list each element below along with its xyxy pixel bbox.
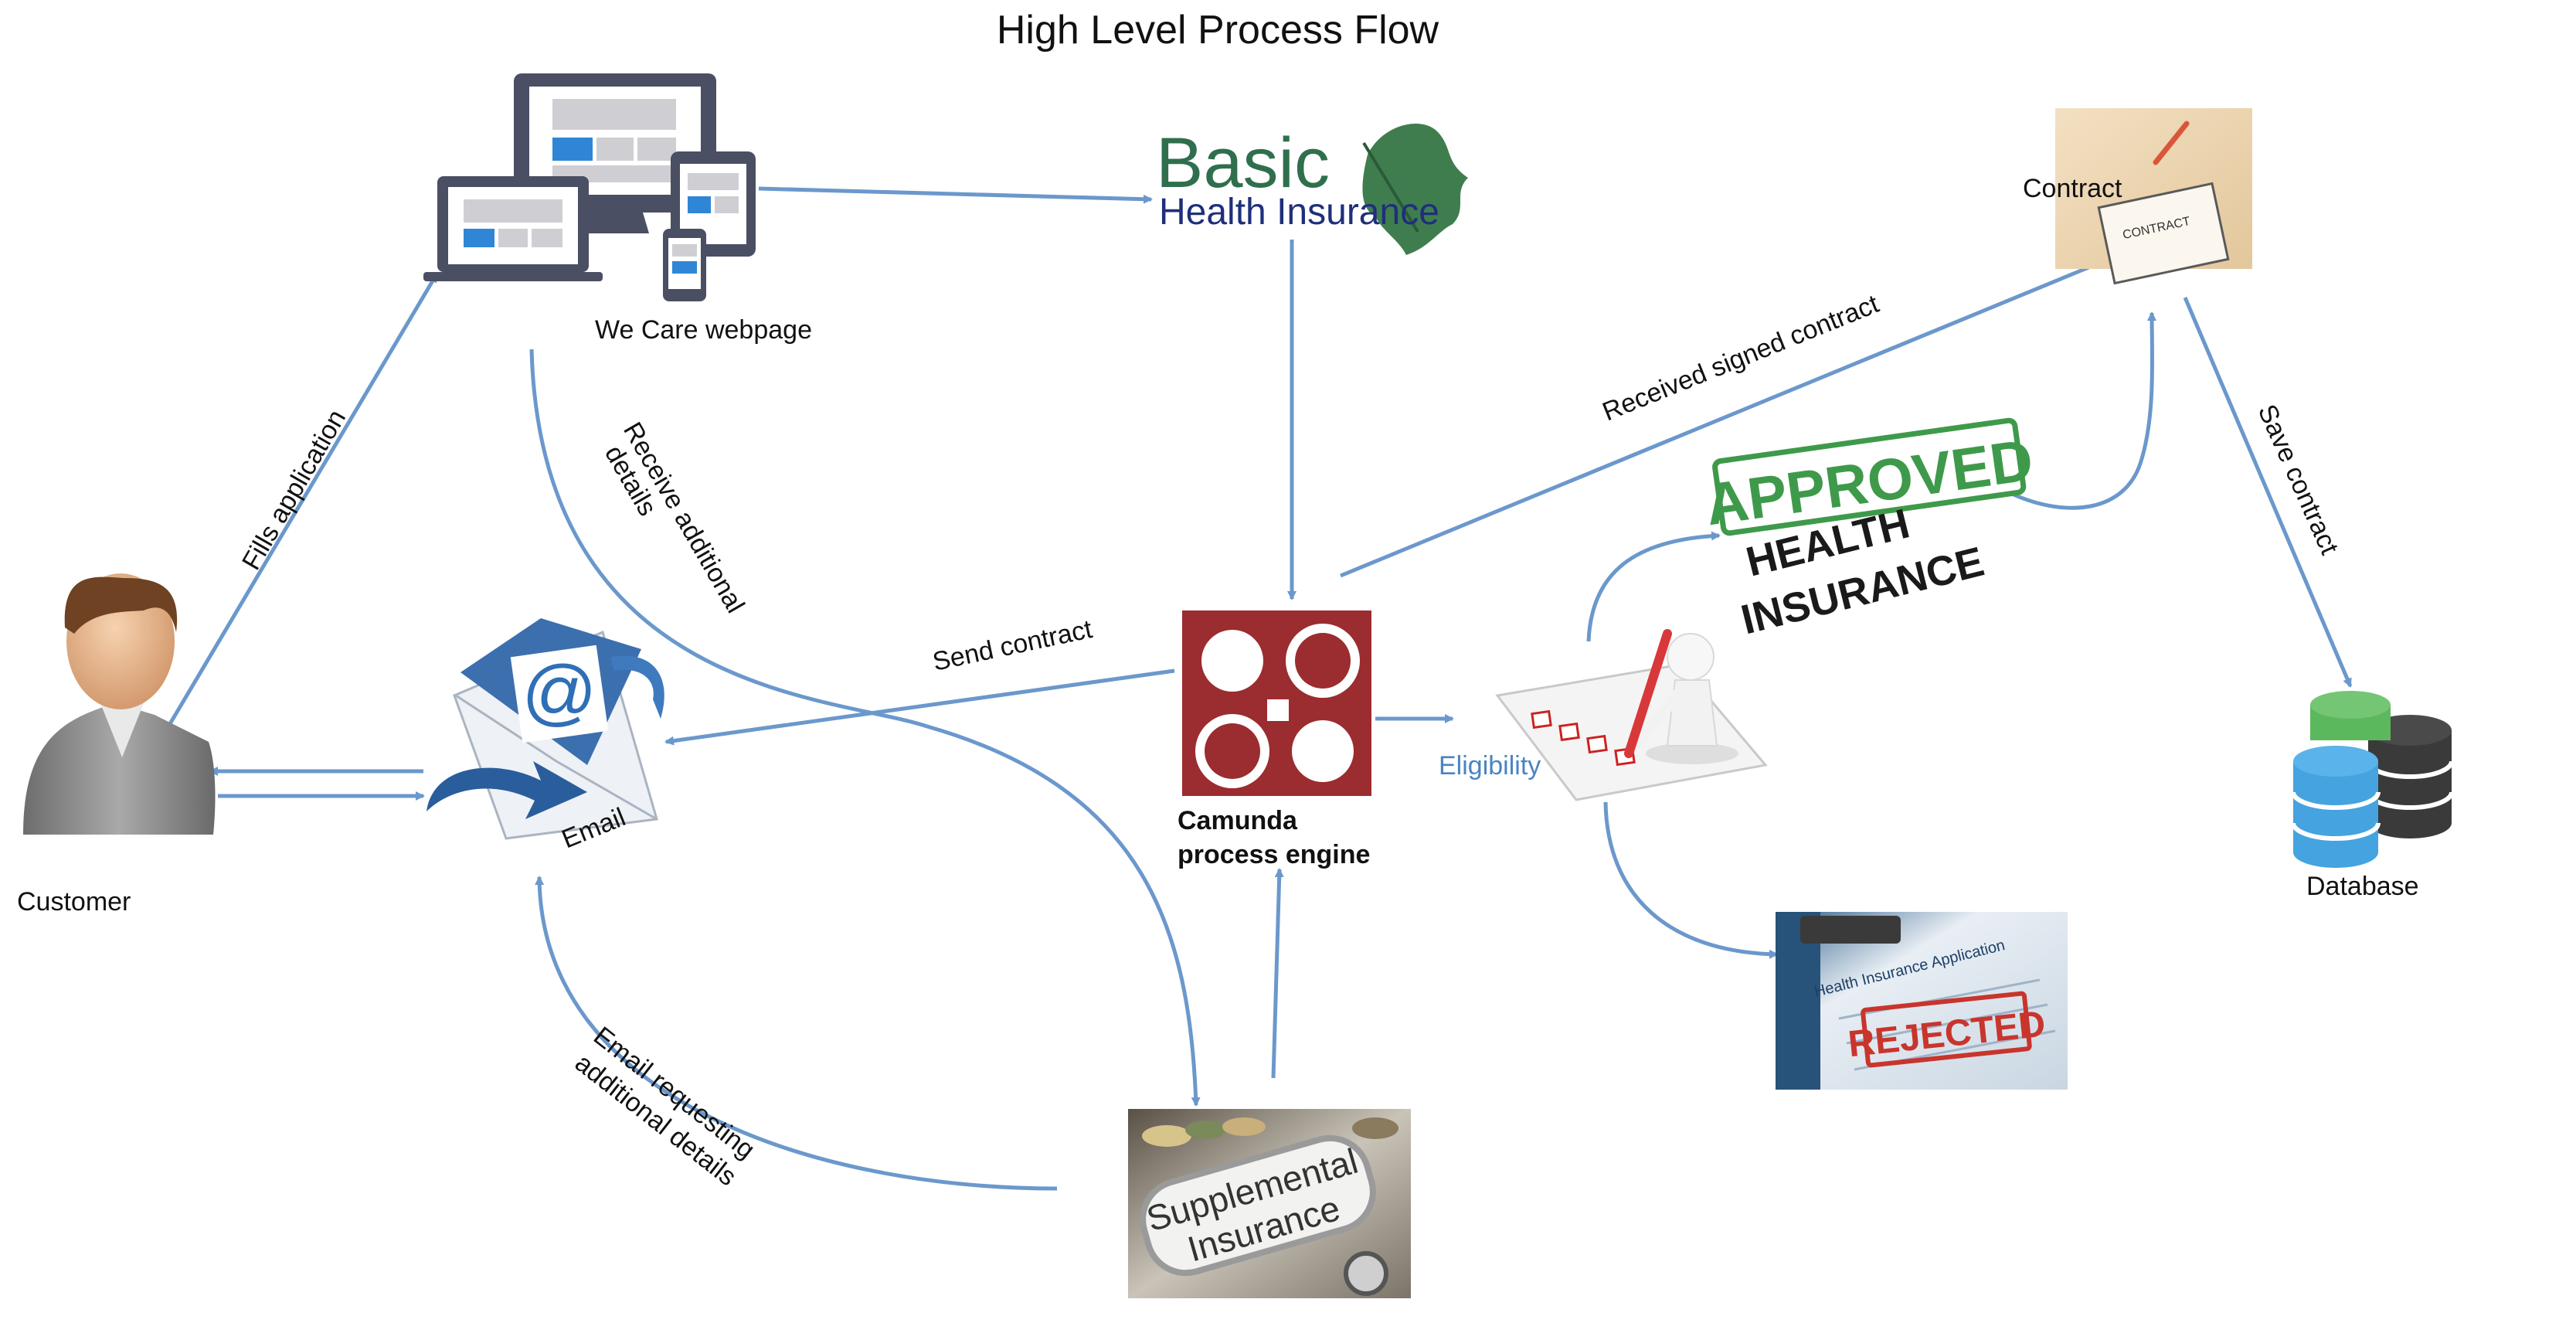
pen-icon	[2153, 121, 2190, 165]
database-node[interactable]: Database	[2291, 691, 2454, 901]
checklist-figure-icon	[1495, 629, 1768, 801]
leaf-icon	[1362, 124, 1468, 255]
arrow-eligibility-to-approved	[1586, 531, 1721, 642]
connectors	[166, 186, 2353, 1191]
arrow-eligibility-to-rejected	[1603, 801, 1779, 959]
contract-label: Contract	[2023, 174, 2122, 203]
approved-node[interactable]: APPROVED HEALTH INSURANCE	[1700, 417, 2037, 644]
supplemental-node[interactable]: Supplemental Insurance	[1128, 1109, 1411, 1298]
camunda-label-line1: Camunda	[1178, 806, 1298, 835]
customer-label: Customer	[17, 887, 131, 917]
camunda-node[interactable]: Camunda process engine	[1178, 610, 1371, 869]
edge-label-received-signed-contract: Received signed contract	[1599, 289, 1884, 427]
basic-logo-text: Basic	[1156, 124, 1330, 202]
arrow-webpage-to-basic	[758, 186, 1153, 204]
rejected-node[interactable]: Health Insurance Application REJECTED	[1776, 912, 2068, 1090]
approved-stamp-border	[1712, 417, 2027, 536]
health-insurance-logo-text: Health Insurance	[1159, 192, 1439, 233]
pill-shapes	[1142, 1117, 1398, 1147]
arrow-approved-to-contract	[2013, 311, 2157, 510]
envelope-at-icon: @	[427, 618, 664, 840]
edge-label-fills-application: Fills application	[236, 405, 352, 575]
eligibility-label: Eligibility	[1439, 751, 1541, 781]
edge-label-send-contract: Send contract	[930, 614, 1096, 677]
edge-label-save-contract: Save contract	[2252, 400, 2344, 559]
arrow-camunda-to-email	[664, 668, 1175, 746]
arrow-customer-to-webpage	[166, 273, 439, 728]
arrow-supplemental-to-camunda	[1271, 868, 1284, 1079]
person-icon	[23, 573, 216, 835]
email-node[interactable]: @ Email	[427, 618, 664, 854]
arrow-contract-to-database	[2183, 297, 2353, 688]
contract-node[interactable]: CONTRACT Contract	[2023, 108, 2252, 285]
database-label: Database	[2306, 872, 2419, 901]
database-icon	[2291, 691, 2454, 868]
clipboard-clip	[1800, 916, 1901, 944]
rejected-stamp-border	[1861, 991, 2032, 1068]
basic-health-insurance-logo[interactable]: Basic Health Insurance	[1156, 124, 1468, 255]
webpage-label: We Care webpage	[595, 315, 812, 345]
stethoscope-icon	[1344, 1251, 1388, 1296]
contract-paper	[2097, 182, 2230, 285]
arrow-supplemental-to-email	[535, 876, 1058, 1191]
webpage-node[interactable]: We Care webpage	[423, 73, 812, 345]
arrow-webpage-to-supplemental	[529, 349, 1201, 1107]
svg-text:@: @	[522, 651, 596, 733]
supplemental-card	[1140, 1134, 1376, 1277]
page-title: High Level Process Flow	[997, 8, 1439, 53]
gears-icon	[1182, 610, 1371, 796]
devices-icon	[423, 73, 756, 301]
customer-node[interactable]: Customer	[17, 573, 216, 917]
eligibility-node[interactable]: Eligibility	[1439, 629, 1768, 801]
camunda-label-line2: process engine	[1178, 840, 1370, 869]
arrow-camunda-to-contract	[1340, 257, 2111, 578]
